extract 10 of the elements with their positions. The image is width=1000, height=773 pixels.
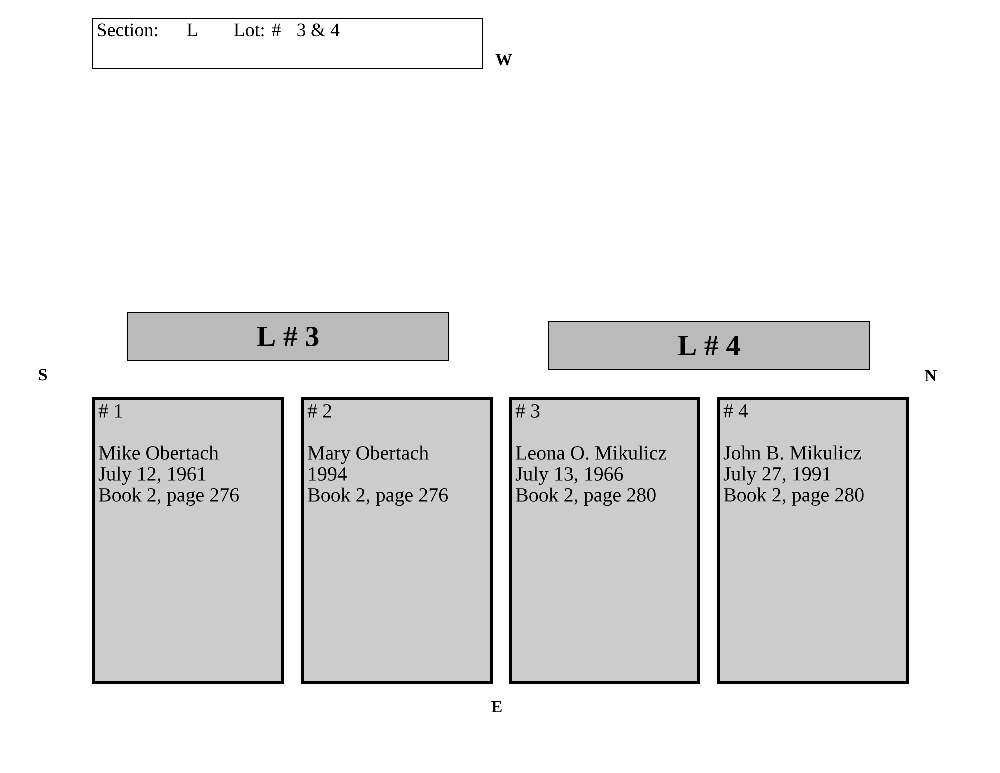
lot-banner: L # 4 (548, 321, 870, 370)
compass-letter: E (492, 701, 502, 713)
plot-box: # 2 Mary Obertach 1994 Book 2, page 276 (301, 397, 493, 684)
title-box: Section: L Lot: # 3 & 4 (92, 18, 484, 70)
plot-box: # 1 Mike Obertach July 12, 1961 Book 2, page 276 (92, 397, 284, 684)
compass-letter: S (39, 369, 48, 381)
lot-banner: L # 3 (127, 312, 450, 362)
plot-box: # 4 John B. Mikulicz July 27, 1991 Book 2, page 280 (717, 397, 909, 684)
plot-box: # 3 Leona O. Mikulicz July 13, 1966 Book 2, page 280 (509, 397, 700, 684)
compass-letter: N (925, 370, 937, 382)
